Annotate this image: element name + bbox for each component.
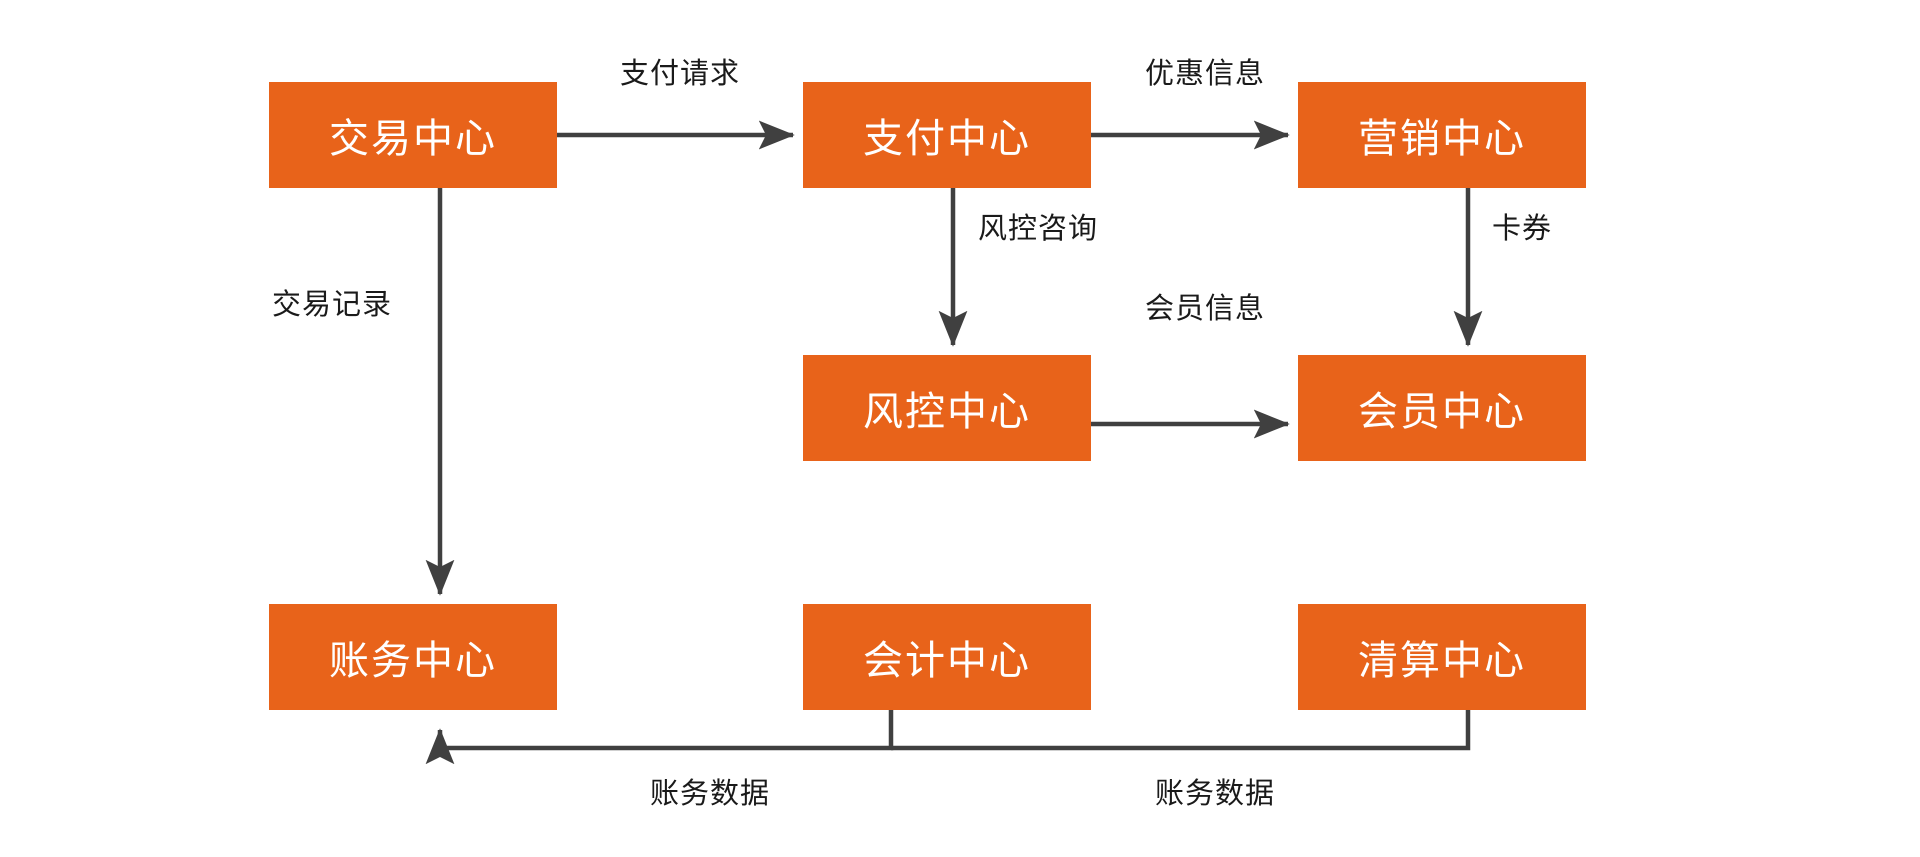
- node-payment-center[interactable]: 支付中心: [803, 82, 1091, 188]
- node-clearing-center[interactable]: 清算中心: [1298, 604, 1586, 710]
- node-label: 会员中心: [1358, 390, 1526, 434]
- node-label: 支付中心: [863, 117, 1031, 161]
- node-accounting-center[interactable]: 账务中心: [269, 604, 557, 710]
- edge-label-account-data-left: 账务数据: [650, 778, 771, 810]
- node-label: 交易中心: [329, 117, 497, 161]
- node-label: 营销中心: [1358, 117, 1526, 161]
- node-trade-center[interactable]: 交易中心: [269, 82, 557, 188]
- node-risk-control-center[interactable]: 风控中心: [803, 355, 1091, 461]
- connector-clearing-to-account: [891, 710, 1471, 751]
- edge-label-payment-request: 支付请求: [620, 58, 741, 90]
- node-label: 会计中心: [863, 639, 1031, 683]
- edge-label-member-info: 会员信息: [1145, 293, 1266, 325]
- node-member-center[interactable]: 会员中心: [1298, 355, 1586, 461]
- edge-label-risk-consult: 风控咨询: [978, 213, 1099, 245]
- node-label: 风控中心: [863, 390, 1031, 434]
- node-finance-center[interactable]: 会计中心: [803, 604, 1091, 710]
- edge-label-promotion-info: 优惠信息: [1145, 58, 1266, 90]
- edge-label-account-data-right: 账务数据: [1155, 778, 1276, 810]
- node-label: 清算中心: [1358, 639, 1526, 683]
- edge-label-trade-record: 交易记录: [272, 289, 393, 321]
- node-marketing-center[interactable]: 营销中心: [1298, 82, 1586, 188]
- node-label: 账务中心: [329, 639, 497, 683]
- edge-label-coupon: 卡券: [1492, 213, 1553, 245]
- connector-finance-to-account: [425, 710, 894, 765]
